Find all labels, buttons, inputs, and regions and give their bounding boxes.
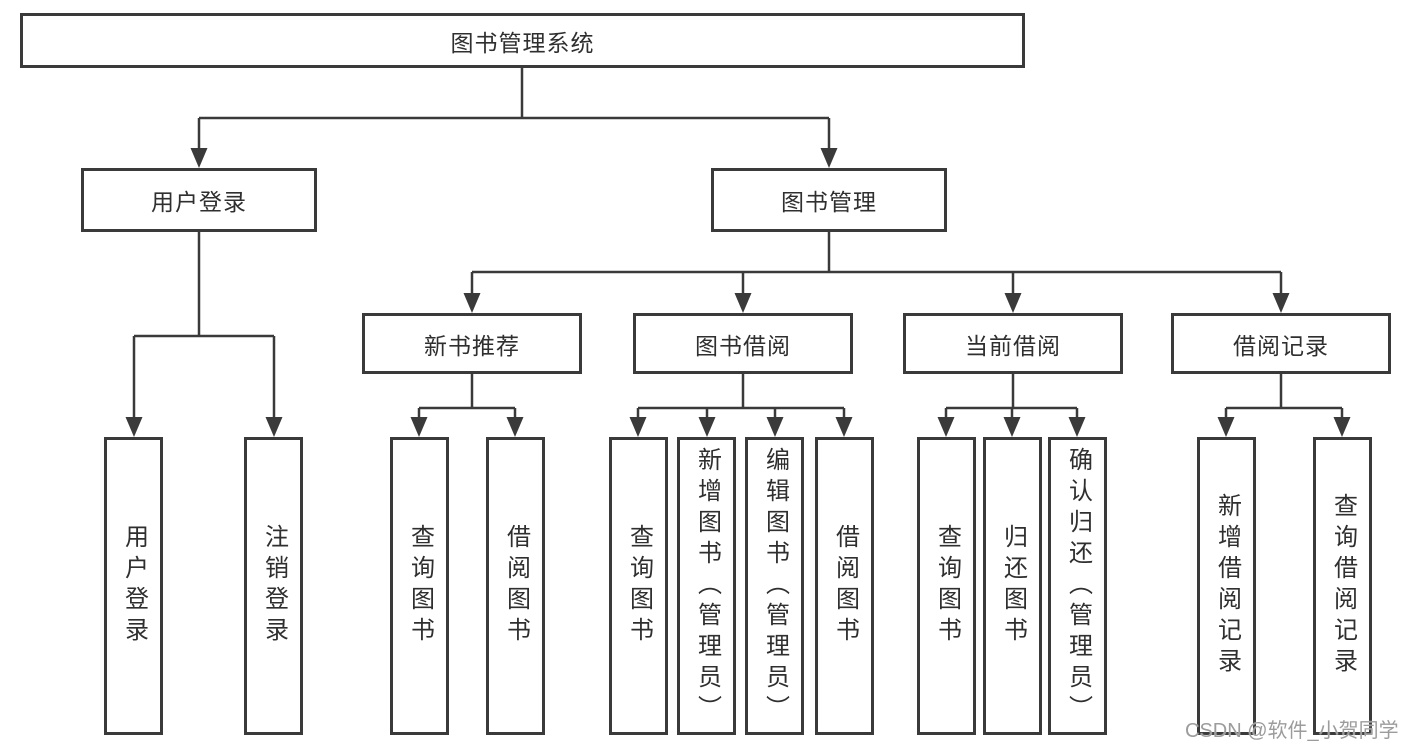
node-label: 归还图书 (999, 524, 1027, 648)
node-label: 借阅图书 (831, 524, 859, 648)
node-label: 新增图书（管理员） (693, 446, 721, 726)
leaf-edit-books-admin: 编辑图书（管理员） (745, 437, 804, 735)
leaf-query-borrow-record: 查询借阅记录 (1313, 437, 1372, 735)
node-borrowing-records: 借阅记录 (1171, 313, 1391, 374)
node-label: 确认归还（管理员） (1064, 446, 1092, 726)
node-label: 查询借阅记录 (1329, 493, 1357, 679)
leaf-add-books-admin: 新增图书（管理员） (677, 437, 736, 735)
leaf-borrow-books: 借阅图书 (815, 437, 874, 735)
leaf-query-books-current: 查询图书 (917, 437, 976, 735)
node-label: 新增借阅记录 (1213, 493, 1241, 679)
leaf-logout: 注销登录 (244, 437, 303, 735)
node-label: 当前借阅 (965, 332, 1061, 359)
node-label: 新书推荐 (424, 332, 520, 359)
node-label: 查询图书 (406, 524, 434, 648)
leaf-user-login: 用户登录 (104, 437, 163, 735)
leaf-add-borrow-record: 新增借阅记录 (1197, 437, 1256, 735)
node-user-login: 用户登录 (81, 168, 317, 232)
node-label: 图书管理 (781, 189, 877, 215)
node-label: 编辑图书（管理员） (761, 446, 789, 726)
node-root-library-system: 图书管理系统 (20, 13, 1025, 68)
leaf-query-books-borrowing: 查询图书 (609, 437, 668, 735)
node-label: 借阅图书 (502, 524, 530, 648)
node-label: 图书借阅 (695, 332, 791, 359)
node-current-borrowing: 当前借阅 (903, 313, 1123, 374)
leaf-query-books-recommend: 查询图书 (390, 437, 449, 735)
csdn-watermark: CSDN @软件_小贺同学 (1185, 720, 1399, 742)
node-label: 借阅记录 (1233, 332, 1329, 359)
leaf-confirm-return-admin: 确认归还（管理员） (1048, 437, 1107, 735)
leaf-return-books: 归还图书 (983, 437, 1042, 735)
arrowheads (125, 148, 1351, 437)
node-label: 查询图书 (625, 524, 653, 648)
node-label: 注销登录 (260, 524, 288, 648)
node-new-book-recommendation: 新书推荐 (362, 313, 582, 374)
node-label: 用户登录 (120, 524, 148, 648)
node-label: 图书管理系统 (450, 29, 595, 56)
node-book-borrowing: 图书借阅 (633, 313, 853, 374)
node-label: 用户登录 (151, 189, 247, 215)
node-label: 查询图书 (933, 524, 961, 648)
node-book-management: 图书管理 (711, 168, 947, 232)
leaf-borrow-books-recommend: 借阅图书 (486, 437, 545, 735)
